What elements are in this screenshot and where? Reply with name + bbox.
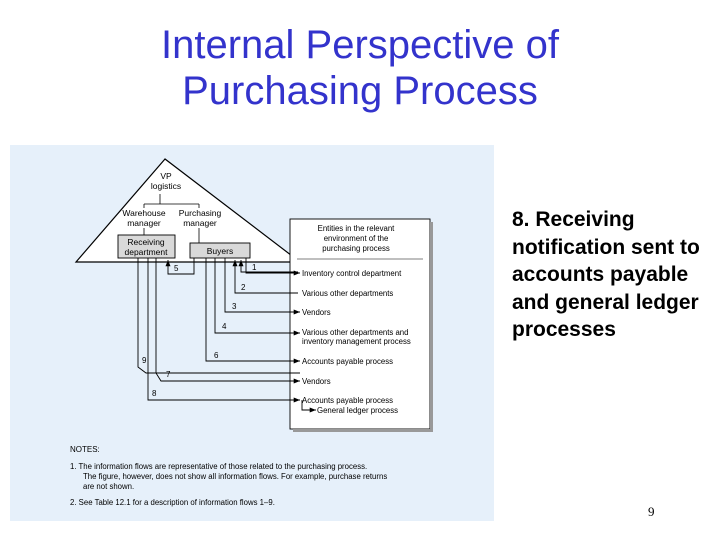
- entity-general-ledger: General ledger process: [317, 406, 398, 415]
- entity-accounts-payable: Accounts payable process: [302, 357, 393, 366]
- receiving-department-label: Receiving: [127, 237, 165, 247]
- page-number: 9: [648, 504, 655, 519]
- flow-3-line: [224, 258, 300, 315]
- entity-inventory-control: Inventory control department: [302, 269, 402, 278]
- flow-number-5: 5: [174, 264, 179, 273]
- flow-8-line: [147, 258, 300, 403]
- purchasing-manager-label: Purchasing: [179, 208, 222, 218]
- flow-8-ledger-line: [301, 400, 316, 413]
- entity-vendors: Vendors: [302, 308, 331, 317]
- entity-various-departments-inventory-2: inventory management process: [302, 337, 411, 346]
- note-1: 1. The information flows are representat…: [70, 462, 367, 471]
- flow-number-4: 4: [222, 322, 227, 331]
- flow-1-return-line: [238, 260, 298, 273]
- entities-header-3: purchasing process: [322, 244, 390, 253]
- slide-title: Internal Perspective of Purchasing Proce…: [0, 22, 720, 114]
- flow-6-line: [205, 258, 300, 364]
- flow-1-line: [245, 258, 300, 276]
- receiving-notification-note: 8. Receiving notification sent to accoun…: [512, 208, 700, 341]
- slide-title-line-2: Purchasing Process: [182, 69, 538, 113]
- flow-number-7: 7: [166, 370, 171, 379]
- flow-5-line: [165, 258, 195, 275]
- flow-number-1: 1: [252, 263, 257, 272]
- buyers-label: Buyers: [207, 246, 233, 256]
- purchasing-process-figure: VP logistics Warehouse manager Purchasin…: [10, 145, 494, 521]
- flow-7-line: [155, 258, 300, 384]
- warehouse-manager-label: Warehouse: [122, 208, 165, 218]
- receiving-department-box: [117, 234, 176, 259]
- entities-header-2: environment of the: [324, 234, 389, 243]
- vp-logistics-label-2: logistics: [151, 181, 181, 191]
- flow-number-3: 3: [232, 302, 237, 311]
- flow-2-line: [232, 260, 298, 294]
- purchasing-process-diagram: VP logistics Warehouse manager Purchasin…: [70, 158, 433, 507]
- receiving-department-label-2: department: [125, 247, 169, 257]
- flow-number-2: 2: [241, 283, 246, 292]
- entities-box: [289, 218, 431, 430]
- note-1-line-2: The figure, however, does not show all i…: [83, 472, 387, 481]
- entity-accounts-payable-2: Accounts payable process: [302, 396, 393, 405]
- entity-various-departments-inventory: Various other departments and: [302, 328, 408, 337]
- entities-header: Entities in the relevant: [318, 224, 396, 233]
- flow-9-line: [137, 258, 300, 374]
- flow-4-line: [214, 258, 300, 336]
- flow-number-6: 6: [214, 351, 219, 360]
- note-2: 2. See Table 12.1 for a description of i…: [70, 498, 275, 507]
- vp-logistics-label: VP: [160, 171, 172, 181]
- flow-number-8: 8: [152, 389, 157, 398]
- buyers-box: [189, 242, 251, 259]
- slide-title-line-1: Internal Perspective of: [161, 23, 559, 67]
- warehouse-manager-label-2: manager: [127, 218, 161, 228]
- entity-vendors-2: Vendors: [302, 377, 331, 386]
- flow-number-9: 9: [142, 356, 147, 365]
- notes-heading: NOTES:: [70, 445, 100, 454]
- purchasing-manager-label-2: manager: [183, 218, 217, 228]
- entity-various-departments: Various other departments: [302, 289, 393, 298]
- note-1-line-3: are not shown.: [83, 482, 134, 491]
